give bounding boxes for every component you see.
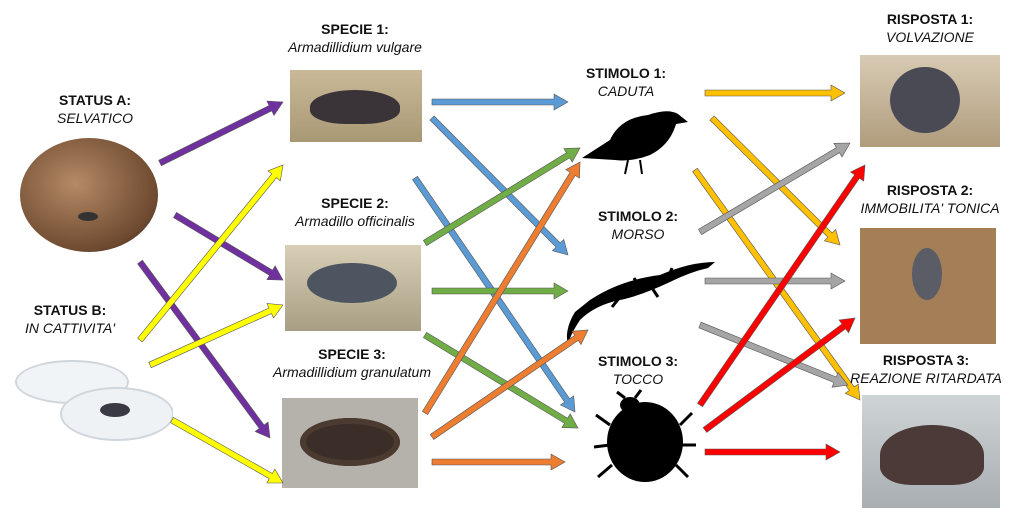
arrow-stimulus-2 <box>704 272 846 290</box>
response-2-photo <box>860 228 996 344</box>
stimulus-1-title: STIMOLO 1: <box>585 65 667 81</box>
arrow-species-1 <box>431 93 569 111</box>
arrow-status-a <box>158 100 284 167</box>
status-b-subtitle: IN CATTIVITA' <box>24 320 116 336</box>
species-3-title: SPECIE 3: <box>318 346 386 362</box>
lizard-silhouette-icon <box>566 262 715 345</box>
species-1-title: SPECIE 1: <box>321 21 389 37</box>
response-2-title: RISPOSTA 2: <box>886 182 974 198</box>
arrow-species-2 <box>422 147 581 247</box>
stimulus-2-title: STIMOLO 2: <box>597 208 679 224</box>
arrow-species-3 <box>429 329 589 440</box>
arrow-stimulus-3 <box>702 317 856 433</box>
species-2-label: SPECIE 2: Armadillo officinalis <box>295 194 415 230</box>
response-3-label: RISPOSTA 3: REAZIONE RITARDATA <box>850 351 1002 387</box>
arrow-stimulus-1 <box>709 115 841 246</box>
arrow-status-b <box>148 303 284 369</box>
response-1-title: RISPOSTA 1: <box>886 11 974 27</box>
arrow-stimulus-2 <box>698 142 851 236</box>
arrow-status-a <box>137 259 271 439</box>
tick-silhouette-icon <box>593 389 696 482</box>
arrow-species-3 <box>431 453 566 471</box>
stimulus-2-name: MORSO <box>611 226 665 242</box>
species-1-name: Armadillidium vulgare <box>288 39 422 55</box>
stimulus-1-label: STIMOLO 1: CADUTA <box>586 64 666 100</box>
stimulus-3-name: TOCCO <box>612 371 664 387</box>
status-a-label: STATUS A: SELVATICO <box>57 91 133 127</box>
status-b-title: STATUS B: <box>33 302 107 318</box>
response-2-label: RISPOSTA 2: IMMOBILITA' TONICA <box>860 181 999 217</box>
response-1-name: VOLVAZIONE <box>886 29 974 45</box>
arrow-species-1 <box>429 115 569 256</box>
response-1-label: RISPOSTA 1: VOLVAZIONE <box>886 10 974 46</box>
arrow-stimulus-3 <box>704 443 841 461</box>
species-3-photo <box>282 398 418 488</box>
arrow-stimulus-3 <box>697 164 866 408</box>
species-1-photo <box>290 70 422 142</box>
arrow-status-b <box>137 164 284 343</box>
status-a-subtitle: SELVATICO <box>57 110 133 126</box>
arrow-species-3 <box>421 161 581 416</box>
response-3-title: RISPOSTA 3: <box>882 352 970 368</box>
bird-silhouette-icon <box>582 111 688 175</box>
response-3-name: REAZIONE RITARDATA <box>850 370 1002 386</box>
stimulus-2-label: STIMOLO 2: MORSO <box>598 207 678 243</box>
status-b-petri-dish <box>15 355 173 443</box>
species-2-title: SPECIE 2: <box>321 195 389 211</box>
species-3-name: Armadillidium granulatum <box>273 364 431 380</box>
arrow-stimulus-1 <box>704 84 846 102</box>
response-3-photo <box>862 395 1000 508</box>
response-1-photo <box>860 55 1000 147</box>
stimulus-1-name: CADUTA <box>597 83 655 99</box>
species-2-name: Armadillo officinalis <box>295 213 415 229</box>
arrow-status-b <box>170 416 284 484</box>
species-2-photo <box>285 245 421 331</box>
arrow-stimulus-2 <box>698 321 849 388</box>
status-a-photo <box>20 138 158 252</box>
status-b-label: STATUS B: IN CATTIVITA' <box>25 301 115 337</box>
species-1-label: SPECIE 1: Armadillidium vulgare <box>288 20 422 56</box>
species-3-label: SPECIE 3: Armadillidium granulatum <box>273 345 431 381</box>
stimulus-3-title: STIMOLO 3: <box>597 353 679 369</box>
status-a-title: STATUS A: <box>58 92 132 108</box>
stimulus-3-label: STIMOLO 3: TOCCO <box>598 352 678 388</box>
arrow-status-a <box>173 211 284 281</box>
response-2-name: IMMOBILITA' TONICA <box>860 200 1000 216</box>
